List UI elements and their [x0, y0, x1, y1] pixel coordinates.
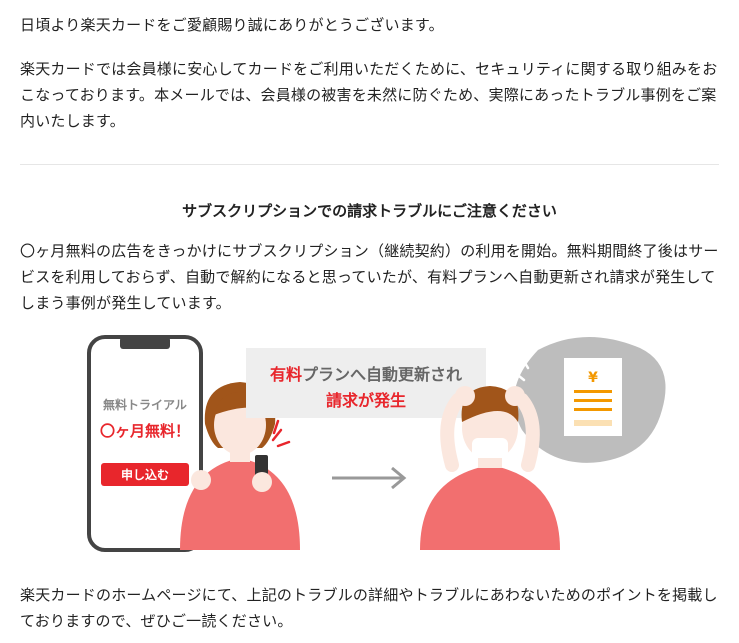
smartphone-illustration: 無料トライアル 〇ヶ月無料！ 申し込む	[87, 335, 203, 552]
intro-paragraph: 楽天カードでは会員様に安心してカードをご利用いただくために、セキュリティに関する…	[20, 60, 718, 130]
banner-billing-text: 請求が発生	[326, 391, 406, 410]
banner-paid-text: 有料	[270, 365, 302, 384]
body-paragraph: 〇ヶ月無料の広告をきっかけにサブスクリプション（継続契約）の利用を開始。無料期間…	[20, 242, 719, 312]
right-arrow-icon	[332, 466, 407, 490]
phone-trial-label: 無料トライアル	[103, 397, 187, 412]
phone-apply-button: 申し込む	[121, 467, 169, 482]
bill-illustration: ¥	[508, 336, 666, 463]
phone-apply-button-shape	[101, 463, 189, 486]
banner-renewal-text: プランへ自動更新され	[302, 365, 462, 384]
section-divider	[20, 164, 719, 165]
closing-paragraph: 楽天カードのホームページにて、上記のトラブルの詳細やトラブルにあわないためのポイ…	[20, 586, 718, 630]
svg-text:有料プランへ自動更新され: 有料プランへ自動更新され	[270, 365, 462, 384]
greeting-text: 日頃より楽天カードをご愛顧賜り誠にありがとうございます。	[20, 16, 444, 34]
yen-icon: ¥	[588, 370, 598, 386]
distressed-person	[420, 386, 560, 550]
subscription-trouble-illustration: 無料トライアル 〇ヶ月無料！ 申し込む 有料プランへ自動更新され 請求が発生	[87, 335, 666, 552]
person-with-phone	[180, 382, 300, 550]
section-title: サブスクリプションでの請求トラブルにご注意ください	[182, 202, 557, 220]
phone-free-label: 〇ヶ月無料！	[100, 422, 190, 440]
